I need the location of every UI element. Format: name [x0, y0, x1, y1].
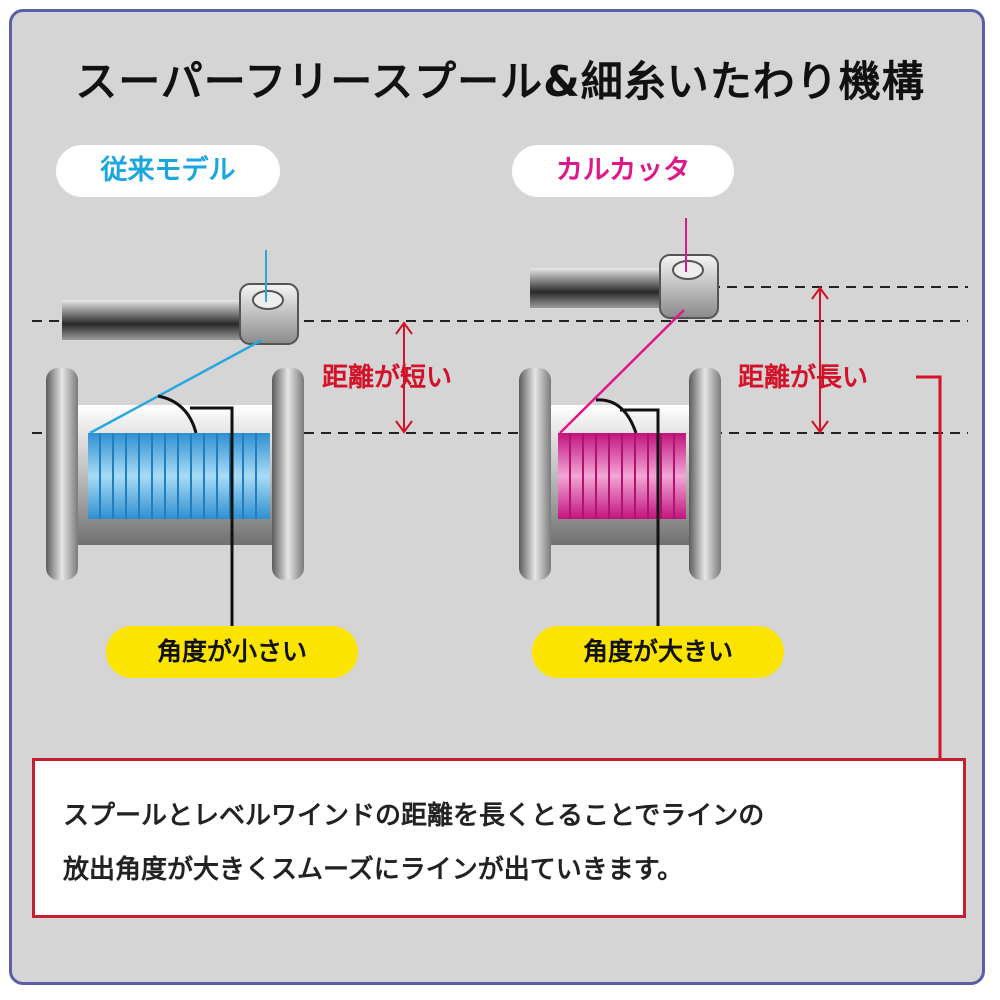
note-line-1: スプールとレベルワインドの距離を長くとることでラインの	[63, 801, 765, 831]
distance-long-label: 距離が長い	[738, 363, 869, 393]
spool-flange-left	[46, 368, 78, 580]
winding-stripes-calcutta	[569, 433, 675, 519]
distance-arrow-long	[811, 286, 829, 434]
distance-arrow-short	[395, 321, 413, 434]
angle-leader-line	[190, 406, 234, 628]
angle-small-label: 角度が小さい	[106, 626, 358, 678]
angle-leader-line-calcutta	[620, 408, 660, 628]
angle-arc	[157, 394, 198, 434]
levelwind-bar-calcutta	[530, 268, 665, 308]
winding-stripes	[99, 433, 257, 519]
distance-short-label: 距離が短い	[322, 363, 453, 393]
line-guide-hole-calcutta	[672, 260, 704, 280]
spool-flange-right	[272, 368, 304, 580]
spool-flange-left-calcutta	[519, 368, 551, 580]
note-connector-line	[916, 375, 942, 760]
conventional-model-diagram	[46, 250, 413, 628]
note-line-2: 放出角度が大きくスムーズにラインが出ていきます。	[63, 855, 684, 885]
levelwind-bar	[62, 300, 247, 340]
page-title: スーパーフリースプール&細糸いたわり機構	[75, 57, 925, 106]
line-to-guide-calcutta	[559, 309, 685, 434]
explanation-note: スプールとレベルワインドの距離を長くとることでラインの 放出角度が大きくスムーズ…	[32, 758, 966, 918]
angle-arc-calcutta	[595, 398, 638, 434]
angle-large-label: 角度が大きい	[532, 626, 784, 678]
calcutta-diagram	[519, 218, 942, 760]
spool-flange-right-calcutta	[689, 368, 721, 580]
calcutta-label: カルカッタ	[512, 145, 734, 197]
line-guide-hole	[252, 290, 284, 310]
line-to-guide	[89, 338, 263, 435]
conventional-model-label: 従来モデル	[56, 145, 280, 197]
